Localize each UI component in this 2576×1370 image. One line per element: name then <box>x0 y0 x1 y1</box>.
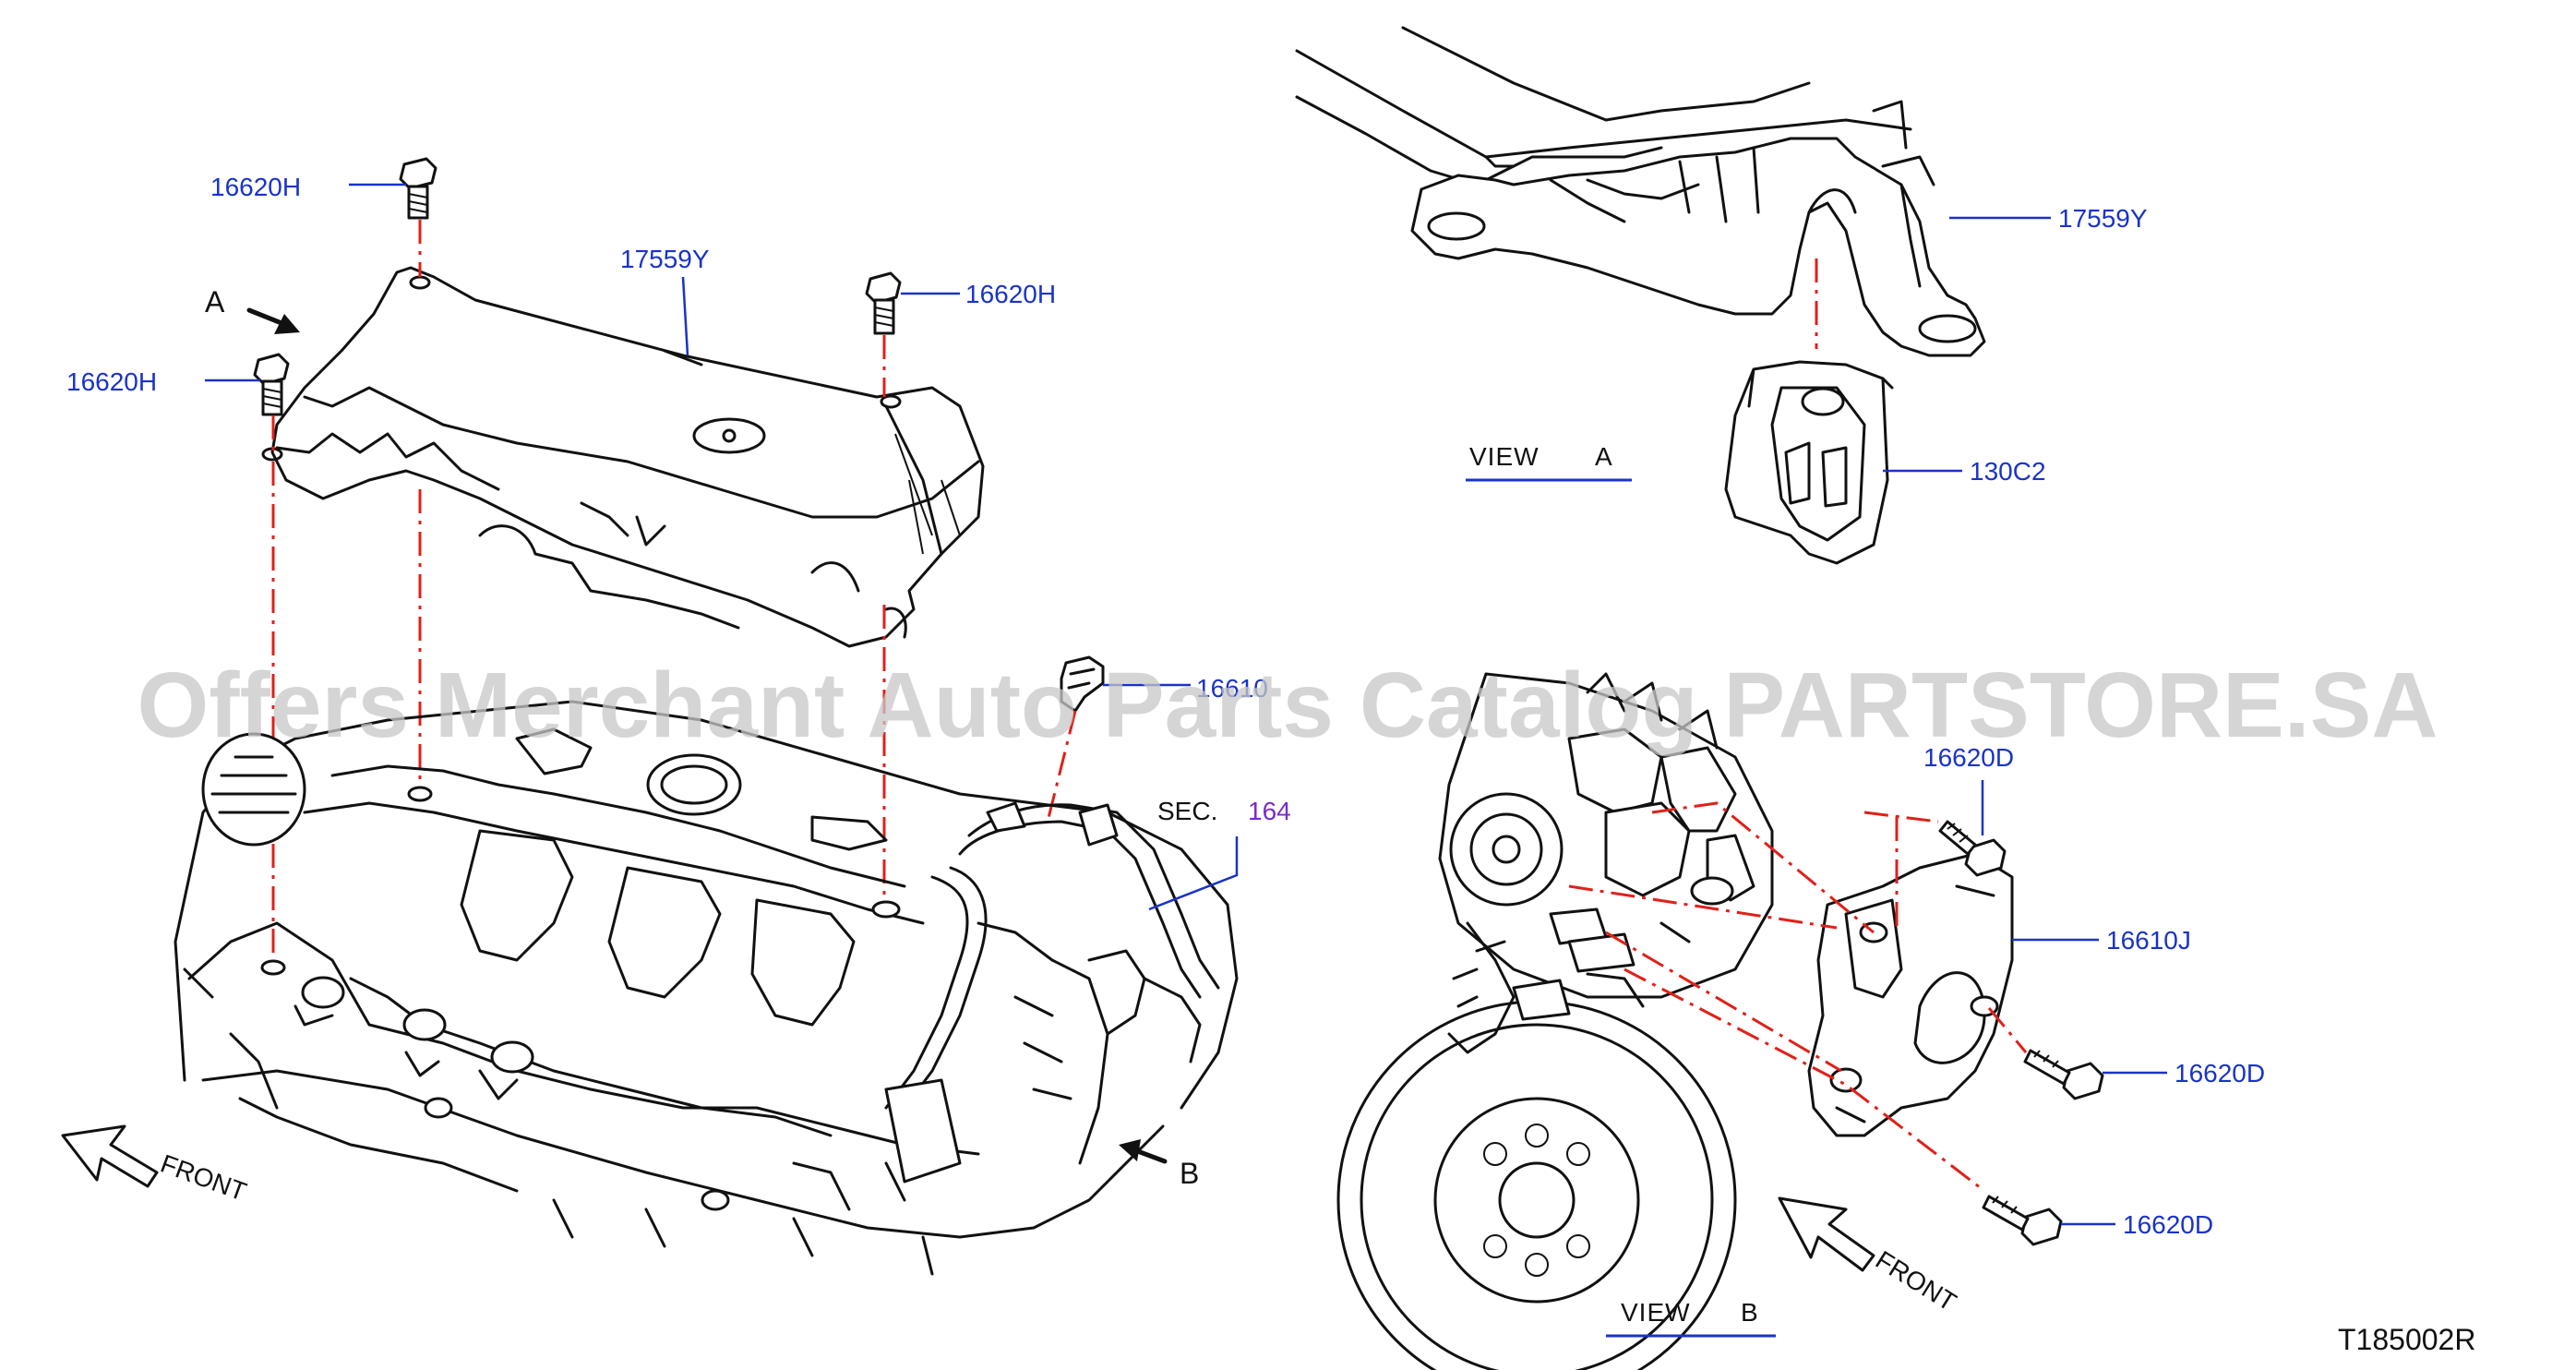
leader-sec-164 <box>1148 836 1239 911</box>
sec-prefix: SEC. <box>1157 797 1217 825</box>
engine-block <box>174 700 1239 1276</box>
view-b-letter-title: B <box>1741 1298 1759 1327</box>
bolt-16620h-top[interactable] <box>399 157 437 220</box>
bolt-16620d-bot[interactable] <box>1982 1195 2063 1246</box>
label-17559y-main[interactable]: 17559Y <box>620 245 710 273</box>
view-a-letter-title: A <box>1595 442 1613 471</box>
label-16620h-top[interactable]: 16620H <box>210 173 301 201</box>
front-arrow-left <box>61 1124 159 1188</box>
label-16620d-top[interactable]: 16620D <box>1923 743 2014 772</box>
fastener-lines-left <box>271 220 1077 965</box>
watermark-text: Offers Merchant Auto Parts Catalog PARTS… <box>138 654 2438 757</box>
view-b-letter: B <box>1180 1157 1199 1190</box>
front-arrow-right <box>1778 1196 1875 1272</box>
view-a-bracket-130c2[interactable] <box>1724 360 1894 565</box>
front-label-left: FRONT <box>157 1149 250 1207</box>
label-16610-clip[interactable]: 16610 <box>1196 674 1268 703</box>
clip-16610[interactable] <box>1060 655 1105 713</box>
bolt-16620h-right[interactable] <box>865 271 902 335</box>
view-b-arrow <box>1119 1139 1168 1164</box>
label-130c2[interactable]: 130C2 <box>1970 457 2046 486</box>
view-a-arrow <box>246 307 300 334</box>
view-b-word: VIEW <box>1621 1298 1691 1327</box>
label-16620h-left[interactable]: 16620H <box>66 367 157 396</box>
label-16610j[interactable]: 16610J <box>2106 926 2191 955</box>
fastener-lines-right <box>1568 801 2028 1193</box>
label-16620d-bot[interactable]: 16620D <box>2123 1210 2213 1239</box>
diagram-code: T185002R <box>2338 1323 2475 1356</box>
view-a-word: VIEW <box>1469 442 1540 471</box>
bolt-16620h-left[interactable] <box>253 353 290 416</box>
sec-number[interactable]: 164 <box>1248 797 1291 825</box>
view-b-engine <box>1336 672 1774 1370</box>
label-17559y-viewa[interactable]: 17559Y <box>2058 204 2148 233</box>
view-a-cover[interactable] <box>1295 26 1986 357</box>
label-16620d-mid[interactable]: 16620D <box>2175 1059 2265 1088</box>
leader-17559y-main <box>681 276 689 356</box>
view-a-letter: A <box>205 285 225 318</box>
bolt-16620d-top[interactable] <box>1938 820 2007 877</box>
engine-cover[interactable] <box>261 266 985 648</box>
view-b-bracket-16610j[interactable] <box>1807 852 2014 1137</box>
label-16620h-right[interactable]: 16620H <box>965 280 1056 308</box>
front-label-right: FRONT <box>1871 1245 1961 1316</box>
bolt-16620d-mid[interactable] <box>2023 1049 2104 1100</box>
